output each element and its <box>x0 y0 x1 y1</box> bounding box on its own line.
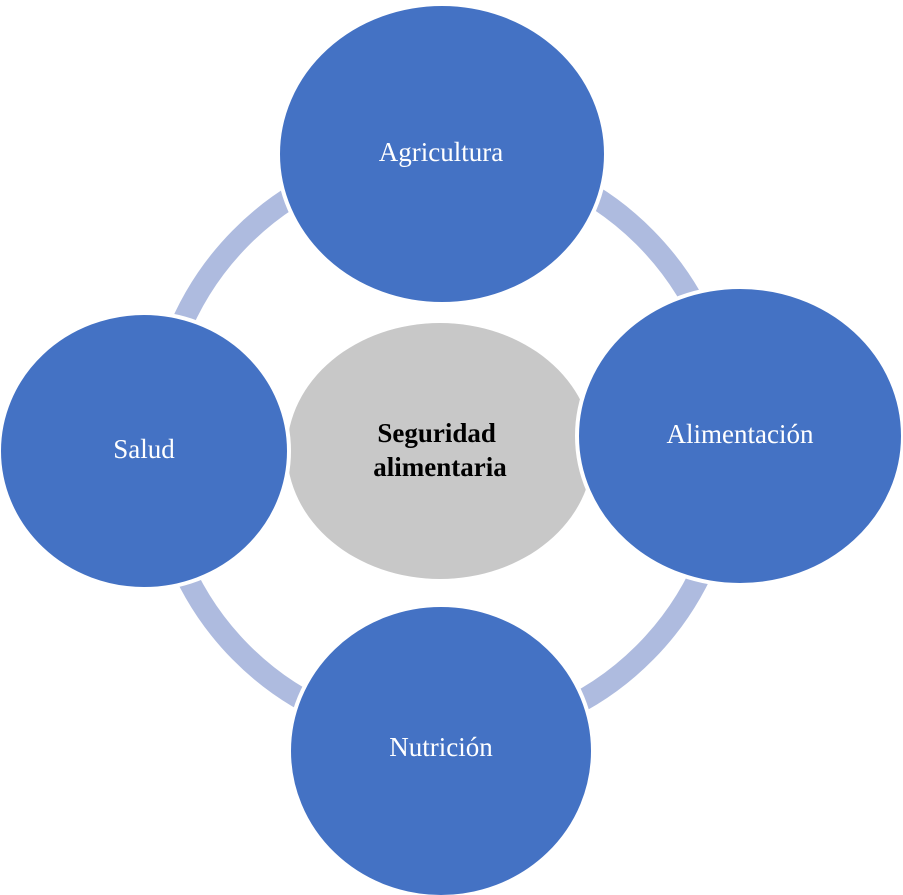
center-label: Seguridad alimentaria <box>373 418 507 482</box>
node-nutricion-label: Nutrición <box>389 732 493 762</box>
center-label-line2: alimentaria <box>373 452 507 482</box>
node-agricultura-label: Agricultura <box>379 137 503 167</box>
node-alimentacion <box>575 285 903 587</box>
node-salud-label: Salud <box>113 434 175 464</box>
node-agricultura <box>276 2 608 306</box>
center-ellipse <box>287 323 593 579</box>
node-alimentacion-label: Alimentación <box>667 419 814 449</box>
center-label-line1: Seguridad <box>377 418 496 448</box>
node-nutricion <box>287 603 595 895</box>
node-salud <box>0 311 291 591</box>
